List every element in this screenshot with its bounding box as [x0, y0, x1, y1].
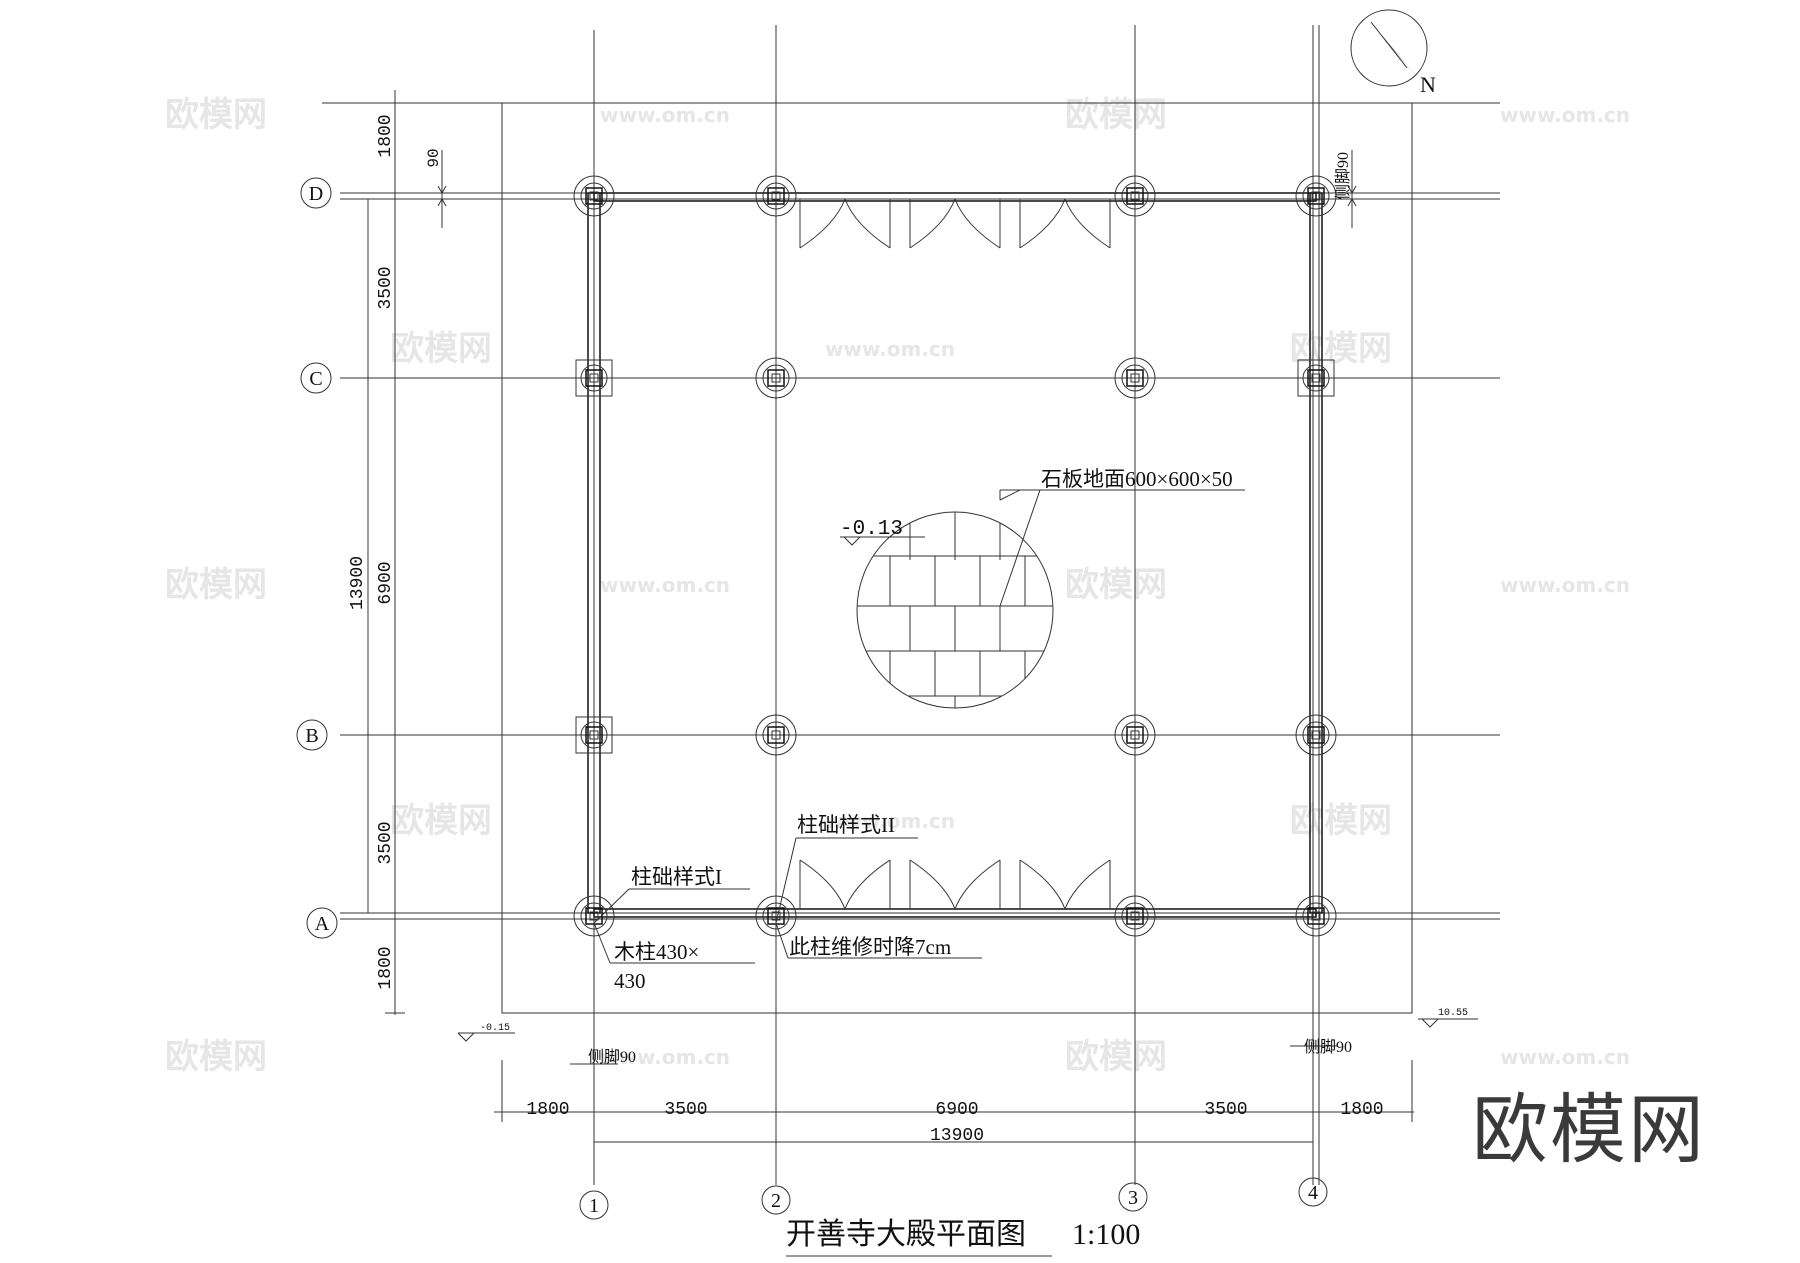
dim-h-1800-right: 1800: [1340, 1100, 1383, 1120]
drawing-title-text: 开善寺大殿平面图: [786, 1218, 1026, 1251]
dim-v-total: 13900: [348, 556, 368, 610]
column-lowered-label: 此柱维修时降7cm: [789, 935, 951, 959]
wood-column-label-2: 430: [614, 969, 646, 993]
drawing-scale: 1:100: [1072, 1218, 1140, 1251]
columns: [573, 175, 1337, 937]
brand-logo: 欧模网: [1472, 1085, 1706, 1174]
watermark-cn: 欧模网: [390, 329, 492, 369]
column: [573, 175, 615, 217]
column: [1114, 175, 1156, 217]
level-left: -0.15: [480, 1023, 510, 1034]
column: [575, 716, 613, 754]
horizontal-dimensions: 1800 3500 6900 3500 1800 13900 侧脚90 侧脚90: [494, 1038, 1414, 1152]
watermark-cn: 欧模网: [1290, 801, 1392, 841]
watermark-cn: 欧模网: [1065, 565, 1167, 605]
watermark-cn: 欧模网: [165, 1037, 267, 1077]
column: [755, 175, 797, 217]
row-axis-labels: D C B A: [296, 177, 338, 939]
axis-col-1: 1: [589, 1195, 599, 1217]
dim-h-3500-left: 3500: [664, 1100, 707, 1120]
vertical-dimensions: 1800 3500 6900 3500 1800 13900 90: [348, 90, 447, 1015]
dim-h-1800-left: 1800: [526, 1100, 569, 1120]
dim-h-6900: 6900: [935, 1100, 978, 1120]
watermark-url: www.om.cn: [1500, 103, 1630, 127]
column: [1295, 895, 1337, 937]
watermark-url: www.om.cn: [600, 573, 730, 597]
dim-h-3500-right: 3500: [1204, 1100, 1247, 1120]
watermark-url: www.om.cn: [1500, 1045, 1630, 1069]
column: [575, 359, 613, 397]
watermark-url: www.om.cn: [600, 1045, 730, 1069]
column-axis-labels: 1 2 3 4: [579, 1177, 1328, 1220]
floor-level-marker: -0.13: [840, 518, 925, 546]
base-style-1-label: 柱础样式I: [631, 865, 722, 889]
watermark-url: www.om.cn: [1500, 573, 1630, 597]
row-grid-lines: [340, 192, 1500, 920]
axis-row-c: C: [309, 368, 322, 390]
right-side-offset: 侧脚90: [1334, 150, 1357, 228]
column: [1114, 895, 1156, 937]
column: [1114, 357, 1156, 399]
column: [755, 714, 797, 756]
dim-v-1800-top: 1800: [376, 114, 396, 157]
dim-v-offset-90: 90: [425, 148, 443, 167]
axis-row-a: A: [315, 913, 330, 935]
stone-floor-leader: [999, 489, 1041, 607]
axis-col-4: 4: [1308, 1182, 1318, 1204]
dim-h-total: 13900: [930, 1126, 984, 1146]
wood-column-label-1: 木柱430×: [614, 940, 699, 964]
north-arrow: N: [1350, 9, 1436, 97]
floor-level-label: -0.13: [840, 518, 903, 541]
axis-row-b: B: [305, 725, 318, 747]
column: [755, 895, 797, 937]
doors-north: [799, 198, 1111, 249]
stone-floor-detail: 石板地面600×600×50: [856, 467, 1245, 709]
watermark-cn: 欧模网: [1290, 329, 1392, 369]
watermark-cn: 欧模网: [390, 801, 492, 841]
watermark-url: www.om.cn: [600, 103, 730, 127]
dim-offset-right: 侧脚90: [1304, 1038, 1352, 1056]
axis-col-3: 3: [1128, 1187, 1138, 1209]
dim-v-6900: 6900: [376, 561, 396, 604]
dim-v-3500-top: 3500: [376, 266, 396, 309]
base-style-2-label: 柱础样式II: [797, 813, 895, 837]
dim-v-1800-bottom: 1800: [376, 946, 396, 989]
dim-v-3500-bottom: 3500: [376, 821, 396, 864]
column: [1295, 175, 1337, 217]
north-label: N: [1420, 72, 1436, 97]
drawing-title: 开善寺大殿平面图 1:100: [786, 1218, 1140, 1257]
level-right: 10.55: [1438, 1008, 1468, 1019]
column-grid-lines: [593, 25, 1320, 1185]
column: [1297, 359, 1335, 397]
dim-offset-top-right: 侧脚90: [1334, 152, 1352, 200]
south-annotations: 柱础样式I 柱础样式II 木柱430× 430 此柱维修时降7cm: [593, 813, 982, 993]
watermark-cn: 欧模网: [165, 565, 267, 605]
watermark-url: www.om.cn: [825, 809, 955, 833]
column: [1114, 714, 1156, 756]
column: [1295, 714, 1337, 756]
watermark-layer: 欧模网 www.om.cn 欧模网 www.om.cn 欧模网 www.om.c…: [165, 95, 1630, 1077]
axis-col-2: 2: [771, 1190, 781, 1212]
axis-row-d: D: [309, 183, 323, 205]
column: [755, 357, 797, 399]
outside-level-markers: -0.15 10.55: [457, 1008, 1478, 1042]
dim-offset-left: 侧脚90: [588, 1048, 636, 1066]
watermark-url: www.om.cn: [825, 337, 955, 361]
watermark-cn: 欧模网: [165, 95, 267, 135]
stone-floor-label: 石板地面600×600×50: [1041, 467, 1233, 491]
doors-south: [799, 859, 1111, 910]
watermark-cn: 欧模网: [1065, 95, 1167, 135]
north-arrow-circle: [1350, 9, 1428, 87]
watermark-cn: 欧模网: [1065, 1037, 1167, 1077]
